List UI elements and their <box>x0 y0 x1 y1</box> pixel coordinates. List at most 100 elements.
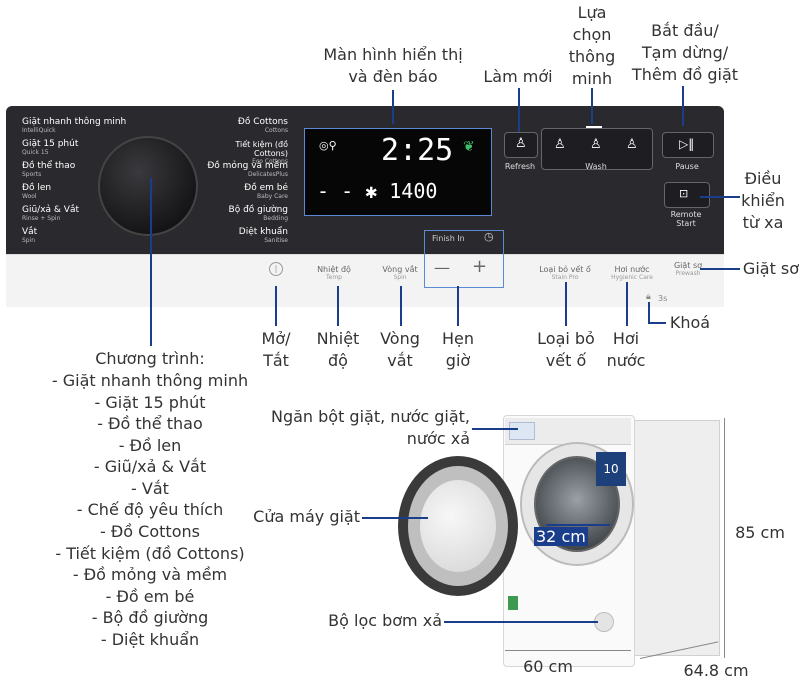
drum-dimension-line <box>546 524 610 526</box>
selection-bar <box>586 126 602 128</box>
program-item: - Giặt nhanh thông minh <box>51 371 249 390</box>
door-glass <box>420 480 496 572</box>
lock-seconds: 3s <box>658 294 668 303</box>
play-pause-icon: ▷‖ <box>679 137 695 151</box>
washer-side-panel <box>632 420 720 656</box>
remote-caption: Remote Start <box>670 210 702 228</box>
eco-leaf-icon: ❦ <box>463 139 475 155</box>
leader-line <box>444 621 598 623</box>
leader-line <box>275 286 277 326</box>
callout-temp: Nhiệt độ <box>316 329 360 370</box>
program-item: - Diệt khuẩn <box>100 630 200 649</box>
program-item: - Giặt 15 phút <box>94 393 206 412</box>
shirt-icon: ♙ <box>515 136 527 151</box>
clock-icon: ◷ <box>484 230 494 243</box>
callout-refresh: Làm mới <box>483 67 553 86</box>
callout-prewash: Giặt sơ <box>742 259 800 278</box>
height-label: 85 cm <box>735 523 785 542</box>
leader-line <box>400 286 402 326</box>
power-button[interactable]: | <box>269 262 283 276</box>
leader-line <box>150 178 152 346</box>
pause-caption: Pause <box>675 162 699 171</box>
refresh-caption: Refresh <box>504 162 536 171</box>
green-badge <box>508 596 518 610</box>
height-dimension-line <box>724 418 725 658</box>
refresh-button[interactable]: ♙ <box>504 132 538 158</box>
timer-box <box>424 230 504 288</box>
callout-door: Cửa máy giặt <box>253 507 360 526</box>
program-item: - Đồ thể thao <box>97 414 203 433</box>
leader-line <box>700 196 740 198</box>
wash-option-icon[interactable]: ♙ <box>626 137 638 152</box>
program-knob[interactable] <box>98 136 198 236</box>
lock-icon: 🔒︎ <box>646 292 651 302</box>
leader-line <box>682 86 684 126</box>
wash-caption: Wash <box>585 162 607 171</box>
leader-line <box>648 322 666 324</box>
width-label: 60 cm <box>523 657 573 676</box>
program-item: - Đồ mỏng và mềm <box>72 565 228 584</box>
callout-stain: Loại bỏ vết ố <box>537 329 595 370</box>
display-time: 2:25 <box>381 133 454 168</box>
callout-smart-select: Lựa chọn thông minh <box>568 3 616 88</box>
program-item: - Đồ em bé <box>105 587 195 606</box>
leader-line <box>565 282 567 326</box>
leader-line <box>648 302 650 322</box>
leader-line <box>472 428 518 430</box>
program-item: - Đồ len <box>118 436 182 455</box>
wash-option-icon[interactable]: ♙ <box>590 137 602 152</box>
panel-program: Tiết kiệm (đồ Cottons)Eco Cottons <box>235 140 288 165</box>
start-pause-button[interactable]: ▷‖ <box>662 132 714 158</box>
programs-title: Chương trình: <box>95 349 205 368</box>
wash-status-icon: ◎⚲ <box>319 139 337 152</box>
callout-steam: Hơi nước <box>606 329 646 370</box>
lcd-display: ◎⚲ 2:25 ❦ - - ✱ 1400 <box>304 128 492 216</box>
callout-display: Màn hình hiển thị và đèn báo <box>323 45 463 86</box>
program-item: - Giũ/xả & Vắt <box>93 457 207 476</box>
wash-option-icon[interactable]: ♙ <box>554 137 566 152</box>
leader-line <box>700 268 740 270</box>
leader-line <box>457 286 459 326</box>
callout-power: Mở/ Tắt <box>261 329 291 370</box>
callout-spin: Vòng vắt <box>380 329 420 370</box>
detergent-drawer[interactable] <box>509 422 535 440</box>
plus-button[interactable]: + <box>472 256 488 277</box>
panel-lower-area <box>6 254 724 307</box>
minus-button[interactable]: — <box>434 258 450 277</box>
drum-diameter: 32 cm <box>534 527 588 546</box>
remote-start-button[interactable]: ⊡ <box>664 182 710 208</box>
program-item: - Đồ Cottons <box>100 522 200 541</box>
callout-start-pause: Bắt đầu/ Tạm dừng/ Thêm đồ giặt <box>631 21 739 84</box>
callout-filter: Bộ lọc bơm xả <box>328 611 442 630</box>
program-item: - Vắt <box>131 479 169 498</box>
wifi-icon: ⊡ <box>679 187 689 200</box>
display-spin: - - ✱ 1400 <box>317 179 438 203</box>
callout-detergent: Ngăn bột giặt, nước giặt, nước xả <box>270 407 470 448</box>
energy-label-badge: 10 <box>596 452 626 486</box>
finish-in-label: Finish In <box>432 234 465 243</box>
leader-line <box>337 286 339 326</box>
leader-line <box>392 90 394 124</box>
depth-label: 64.8 cm <box>683 661 749 680</box>
callout-remote: Điều khiển từ xa <box>741 169 785 232</box>
wash-options-group: ♙ ♙ ♙ <box>541 128 653 170</box>
leader-line <box>518 88 520 132</box>
program-item: - Tiết kiệm (đồ Cottons) <box>55 544 245 563</box>
width-dimension-line <box>505 650 631 651</box>
